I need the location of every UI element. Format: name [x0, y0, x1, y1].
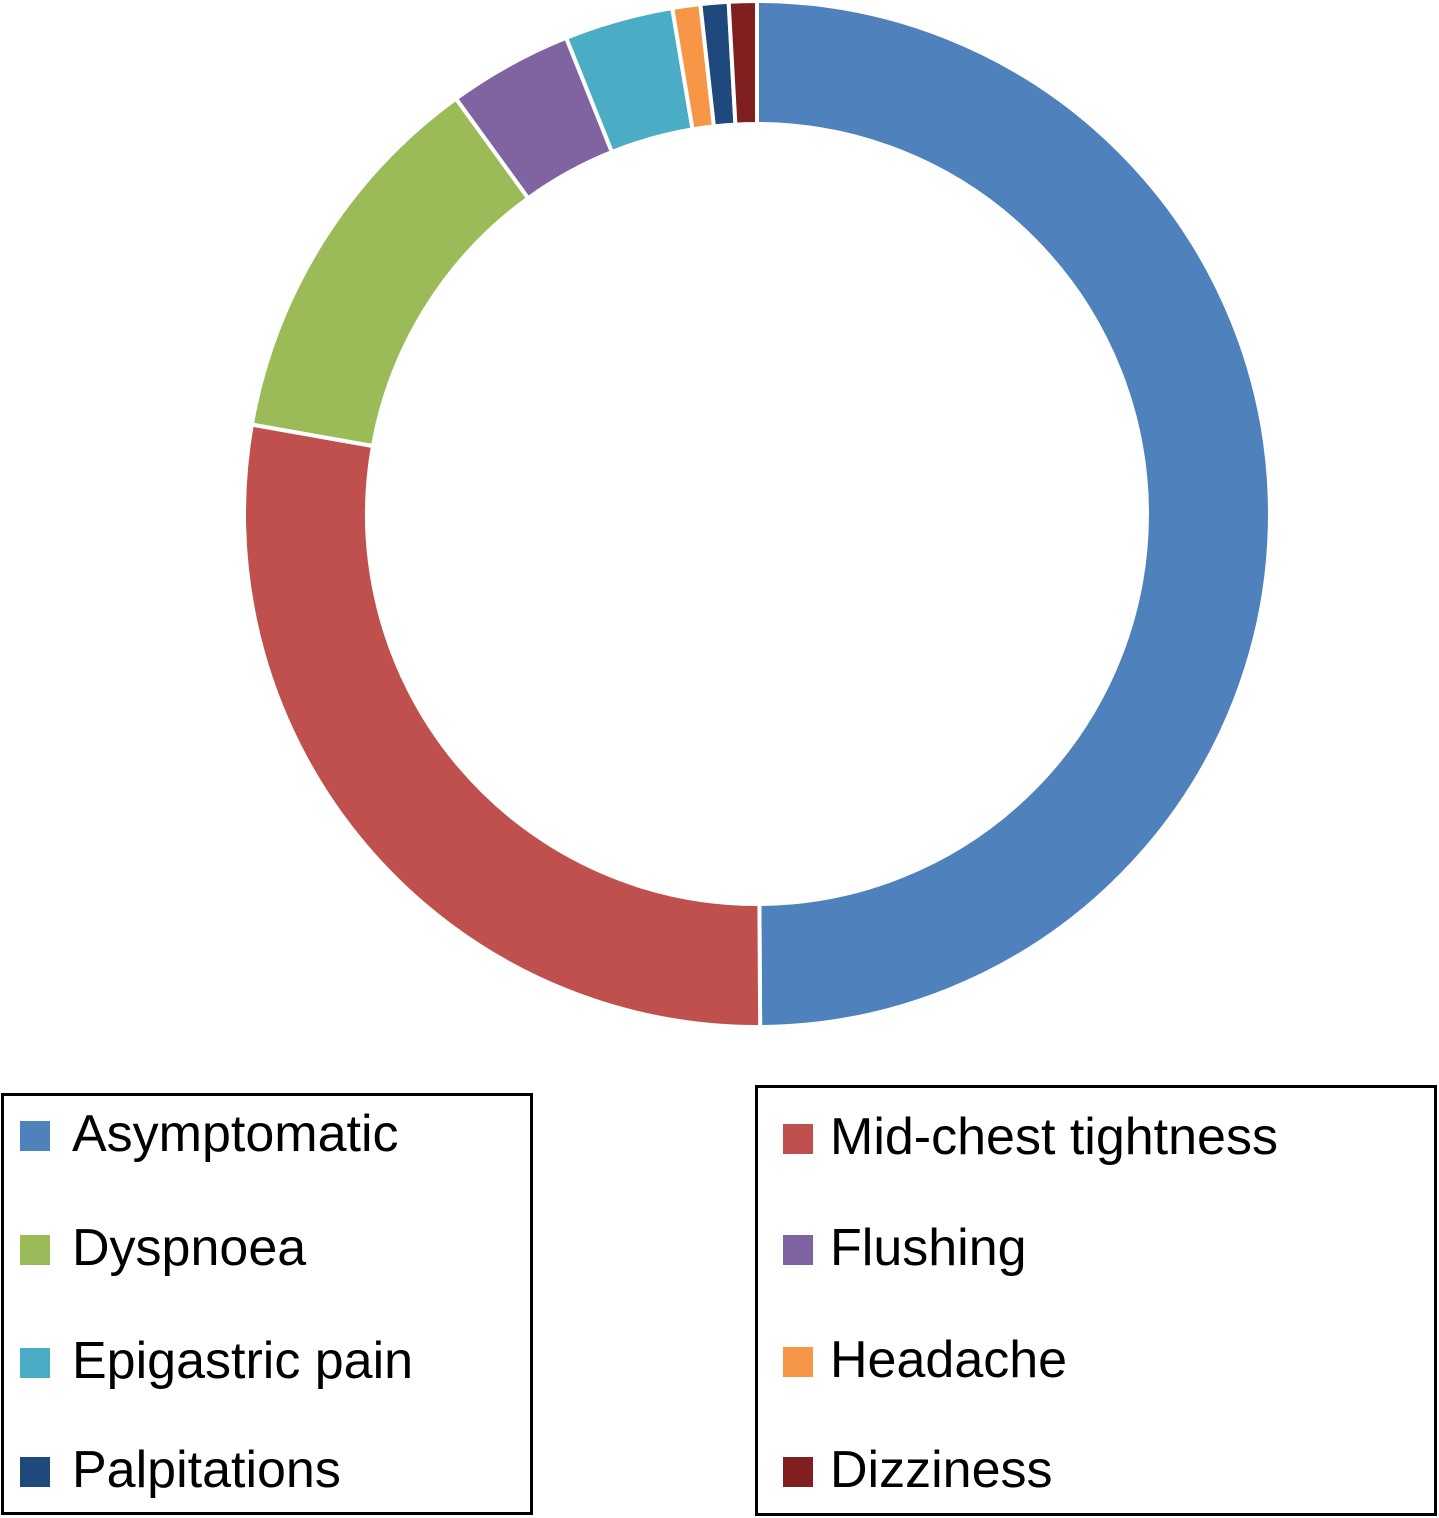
legend-swatch-mid-chest-tightness: [783, 1124, 813, 1154]
slice-mid-chest-tightness: [242, 422, 763, 1029]
legend-label-headache: Headache: [830, 1331, 1068, 1389]
legend-swatch-palpitations: [20, 1457, 50, 1487]
legend-swatch-asymptomatic: [20, 1121, 50, 1151]
donut-chart: [242, 0, 1272, 1030]
legend-label-asymptomatic: Asymptomatic: [72, 1105, 399, 1163]
legend-swatch-dizziness: [783, 1457, 813, 1487]
legend-label-dizziness: Dizziness: [830, 1441, 1053, 1499]
legend-label-mid-chest-tightness: Mid-chest tightness: [830, 1108, 1278, 1166]
legend-swatch-flushing: [783, 1235, 813, 1265]
legend-swatch-epigastric-pain: [20, 1348, 50, 1378]
legend-label-dyspnoea: Dyspnoea: [72, 1219, 307, 1277]
legend-label-epigastric-pain: Epigastric pain: [72, 1332, 414, 1390]
legend-label-flushing: Flushing: [830, 1219, 1027, 1277]
legend-swatch-headache: [783, 1347, 813, 1377]
slice-asymptomatic: [755, 0, 1272, 1030]
legend-label-palpitations: Palpitations: [72, 1441, 341, 1499]
slice-dizziness: [726, 0, 759, 127]
slice-dyspnoea: [249, 95, 531, 449]
legend-swatch-dyspnoea: [20, 1235, 50, 1265]
